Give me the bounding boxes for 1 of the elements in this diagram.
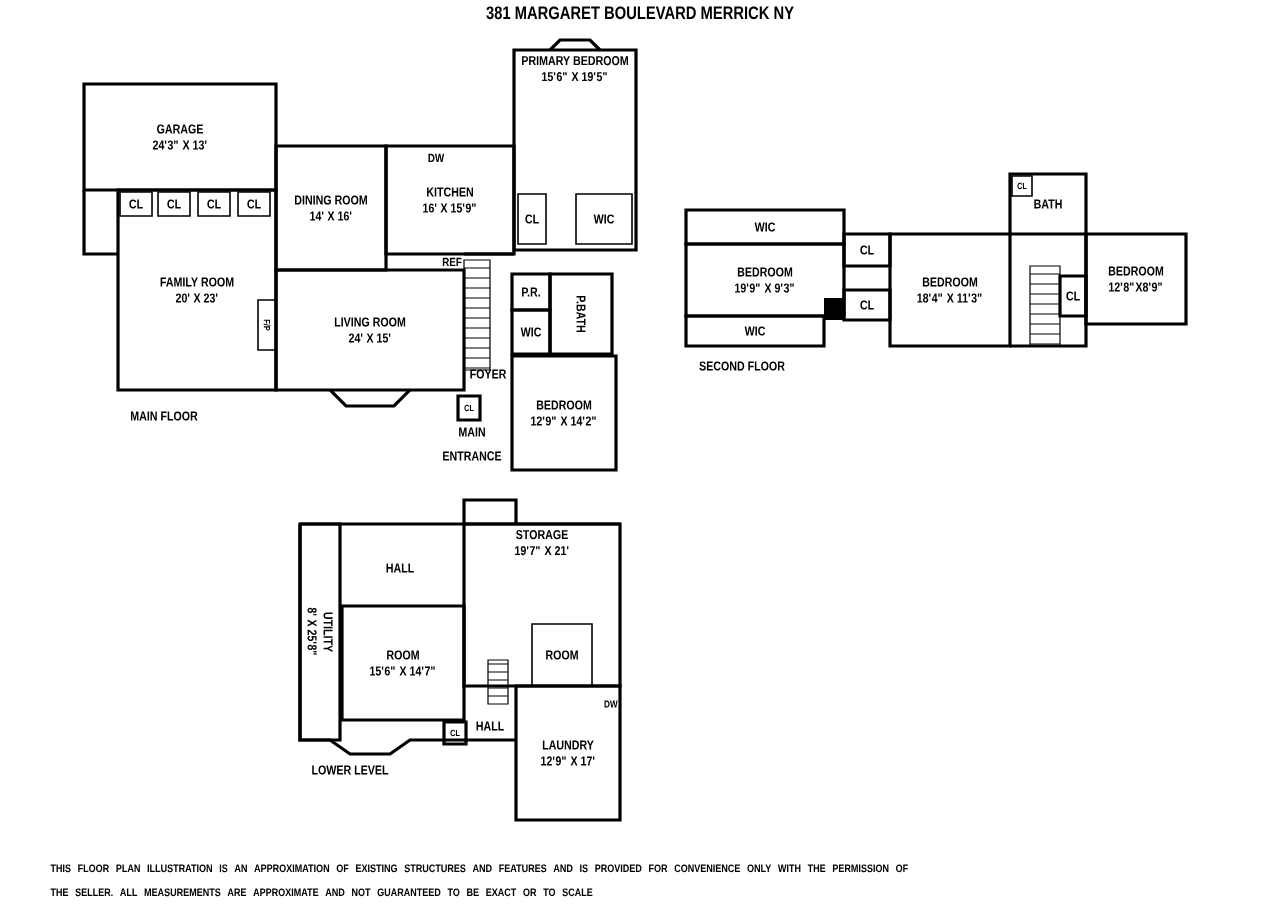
address-title: 381 MARGARET BOULEVARD MERRICK NY [486,6,794,20]
